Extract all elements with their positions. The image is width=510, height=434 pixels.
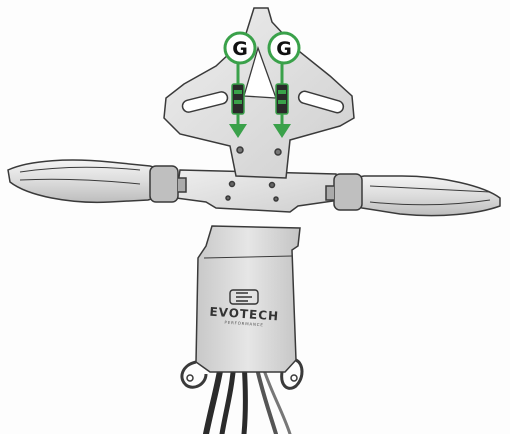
callout-label-right: G: [276, 38, 292, 60]
callout-badge-right: G: [269, 33, 299, 63]
left-indicator: [8, 160, 186, 202]
callout-label-left: G: [232, 38, 248, 60]
upper-mount-plate: [164, 8, 354, 178]
callout-badge-left: G: [225, 33, 255, 63]
right-indicator: [326, 174, 500, 216]
